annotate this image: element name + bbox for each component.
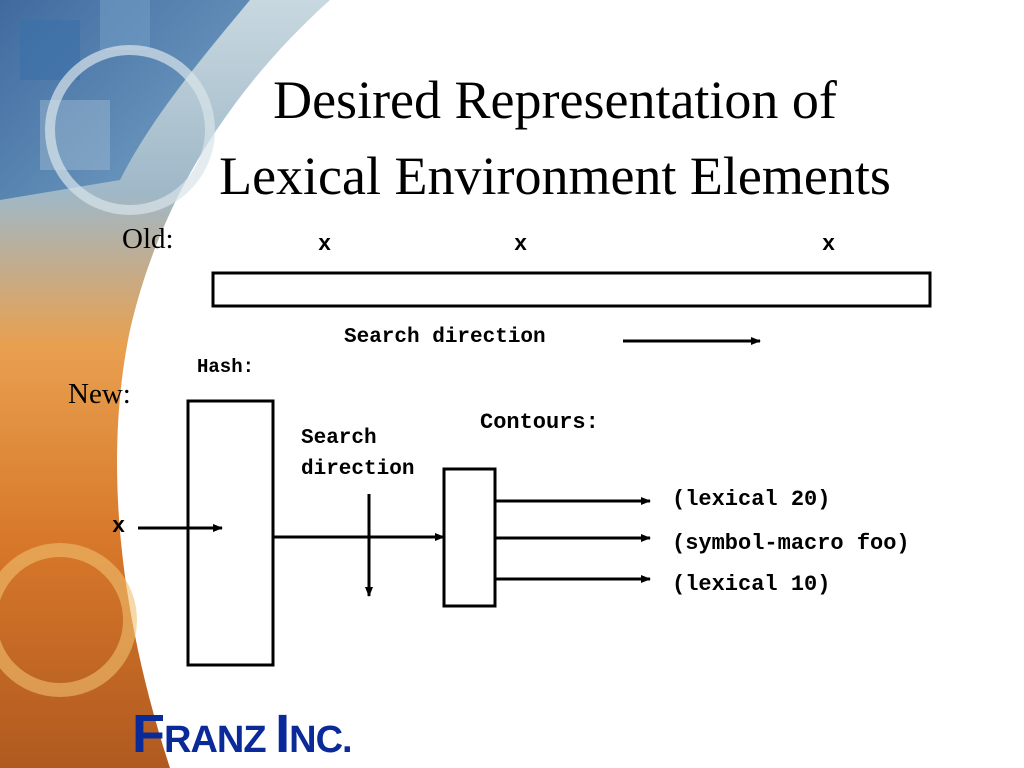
hash-label: Hash: [197,356,255,378]
contours-box [442,467,497,608]
old-marker-1: x [318,232,332,257]
title-line-2: Lexical Environment Elements [219,146,891,206]
contours-label: Contours: [480,410,599,435]
slide-title: Desired Representation of Lexical Enviro… [120,62,990,214]
old-search-direction-label: Search direction [344,326,546,349]
old-marker-3: x [822,232,836,257]
search-direction-line-2: direction [301,458,415,481]
output-lexical-10: (lexical 10) [672,572,831,597]
old-marker-2: x [514,232,528,257]
title-line-1: Desired Representation of [273,70,837,130]
search-direction-line-1: Search [301,427,377,450]
old-environment-bar [211,271,932,308]
output-symbol-macro-foo: (symbol-macro foo) [672,531,910,556]
old-label: Old: [122,223,174,255]
hash-box [186,399,275,667]
new-input-marker: x [112,514,126,539]
new-label: New: [68,378,131,410]
franz-inc-logo: FRANZ INC. [132,704,353,764]
output-lexical-20: (lexical 20) [672,487,831,512]
